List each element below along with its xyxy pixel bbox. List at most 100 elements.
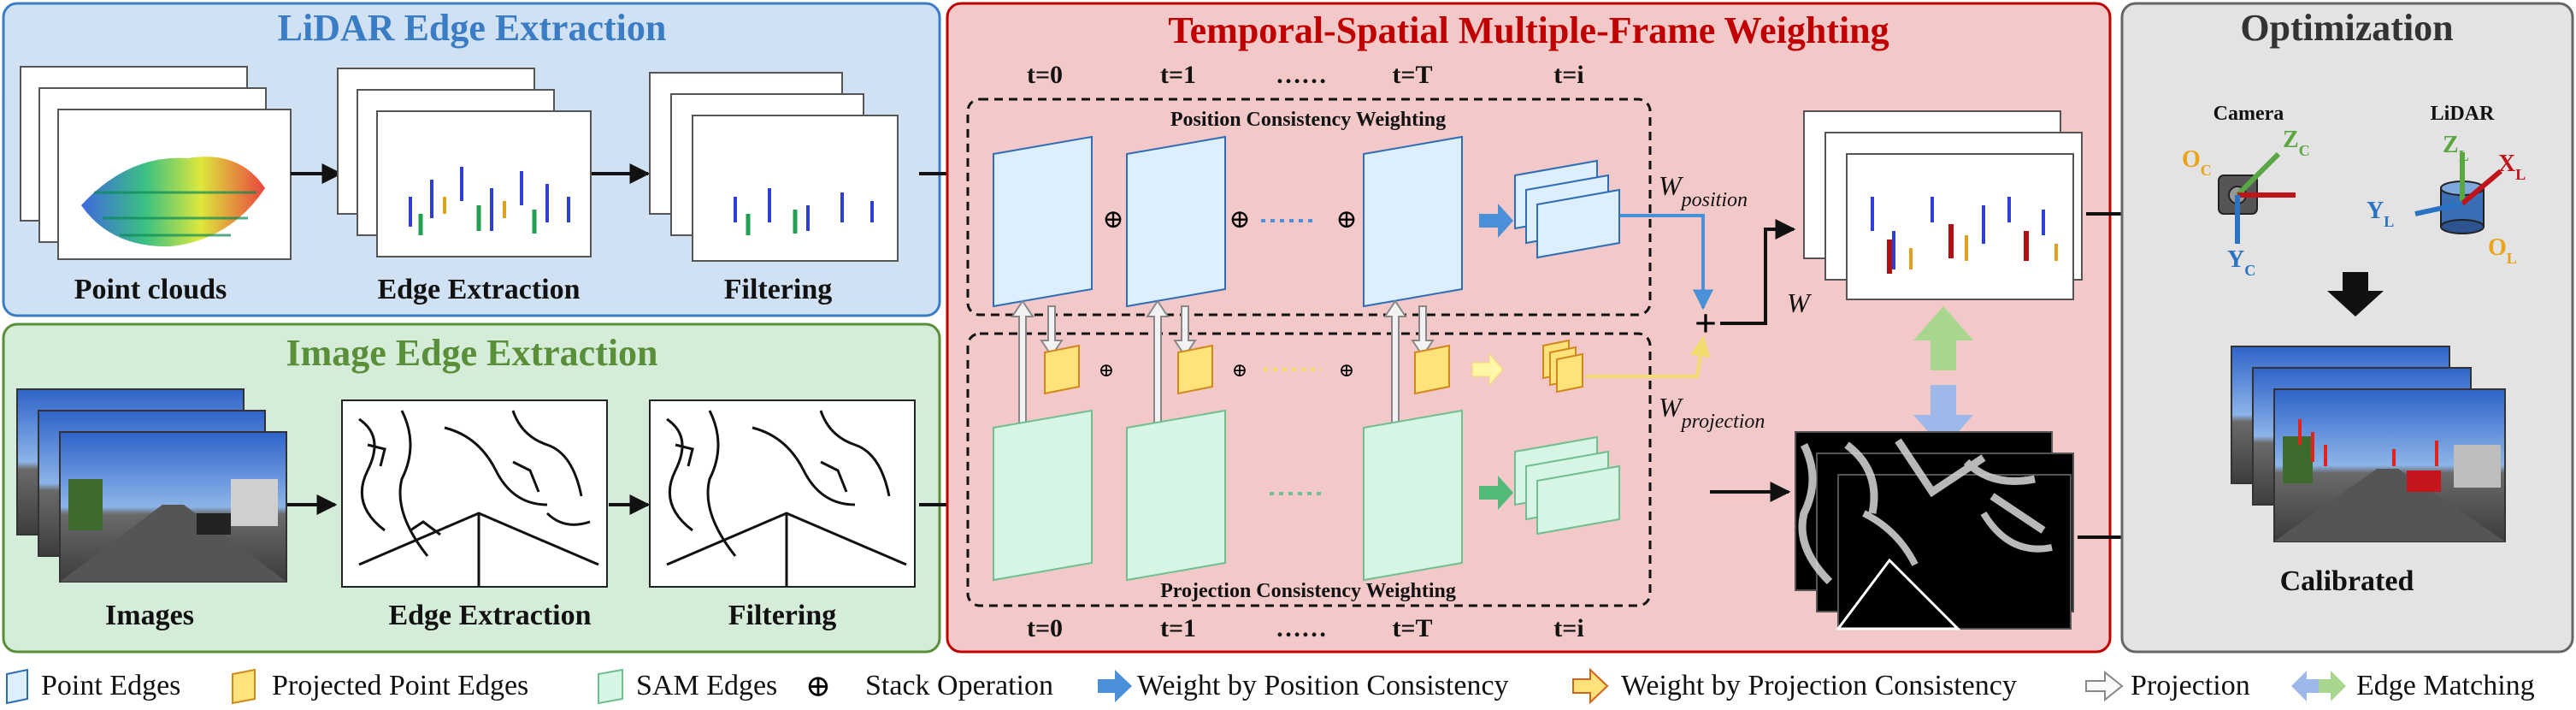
projection-arrows	[1011, 299, 1435, 531]
point-cloud-stack	[20, 66, 292, 260]
image-edge-extraction	[341, 399, 608, 588]
calibrated-caption: Calibrated	[2280, 565, 2414, 597]
calibrated-image-stack	[2231, 346, 2506, 542]
projected-edge-t1	[1177, 344, 1213, 395]
yc-axis-label: YC	[2227, 246, 2255, 279]
sam-weight-arrow-icon	[1479, 476, 1513, 510]
w-projection-label: Wprojection	[1659, 392, 1765, 433]
lidar-filtering-stack	[649, 72, 899, 262]
point-edge-frame-tT	[1363, 135, 1463, 308]
sam-edge-frame-t1	[1126, 409, 1226, 582]
sam-edge-icon	[598, 668, 623, 705]
time-label-ti-bottom: t=i	[1553, 614, 1583, 642]
legend-item-projection-weight: Weight by Projection Consistency	[1572, 667, 2017, 705]
temporal-panel-title: Temporal-Spatial Multiple-Frame Weightin…	[1168, 9, 1889, 51]
zc-axis-label: ZC	[2283, 127, 2310, 159]
time-label-ti-top: t=i	[1553, 61, 1583, 89]
legend-label: Point Edges	[41, 670, 180, 701]
point-edge-icon	[6, 668, 28, 705]
point-edge-frame-t1	[1126, 135, 1226, 308]
lidar-edge-stack	[337, 68, 592, 257]
sam-edge-frame-tT	[1363, 409, 1463, 582]
legend-label: SAM Edges	[636, 670, 777, 701]
position-consistency-box	[966, 98, 1652, 317]
legend-label: Edge Matching	[2356, 670, 2535, 701]
time-label-t0-bottom: t=0	[1027, 614, 1063, 642]
legend-label: Weight by Projection Consistency	[1621, 670, 2017, 701]
legend: Point Edges Projected Point Edges SAM Ed…	[6, 667, 2535, 705]
point-edge-stack-ti	[1514, 159, 1620, 259]
blue-arrow-icon	[1098, 670, 1132, 702]
images-caption: Images	[105, 600, 194, 631]
optimization-title: Optimization	[2240, 7, 2453, 49]
time-label-t1-top: t=1	[1160, 61, 1196, 89]
stack-op-mid-1: ⊕	[1099, 359, 1114, 381]
time-label-dots-bottom: ……	[1276, 614, 1327, 642]
lidar-label: LiDAR	[2431, 103, 2495, 125]
temporal-spatial-panel: Temporal-Spatial Multiple-Frame Weightin…	[946, 2, 2112, 654]
legend-label: Projected Point Edges	[272, 670, 528, 701]
stack-op-top-2: ⊕	[1229, 205, 1250, 234]
w-total-label: W	[1787, 287, 1813, 318]
time-label-dots-top: ……	[1276, 61, 1327, 89]
time-label-tT-top: t=T	[1392, 61, 1432, 89]
legend-item-stack-operation: ⊕ Stack Operation	[805, 669, 1053, 703]
time-label-t1-bottom: t=1	[1160, 614, 1196, 642]
projection-weight-arrow-icon	[1471, 352, 1504, 387]
legend-label: Projection	[2131, 670, 2250, 701]
sum-node: +	[1695, 301, 1717, 345]
legend-item-position-weight: Weight by Position Consistency	[1098, 670, 1509, 702]
zl-axis-label: ZL	[2443, 132, 2469, 164]
lidar-edge-panel: LiDAR Edge Extraction Point clouds Edge …	[2, 2, 941, 317]
legend-item-sam-edges: SAM Edges	[598, 668, 777, 705]
lidar-panel-title: LiDAR Edge Extraction	[278, 7, 667, 49]
legend-item-edge-matching: Edge Matching	[2291, 670, 2535, 701]
projected-edge-tT	[1414, 344, 1450, 395]
legend-item-point-edges: Point Edges	[6, 668, 180, 705]
xl-axis-label: XL	[2498, 151, 2526, 183]
sam-feature-stack	[1795, 431, 2074, 630]
orange-arrow-icon	[1572, 667, 1609, 705]
position-consistency-label: Position Consistency Weighting	[1170, 109, 1446, 131]
image-panel-title: Image Edge Extraction	[286, 332, 657, 374]
ol-axis-label: OL	[2488, 234, 2517, 267]
time-label-t0-top: t=0	[1027, 61, 1063, 89]
point-edge-frame-t0	[993, 135, 1093, 308]
w-position-label: Wposition	[1659, 170, 1748, 211]
projected-edge-t0	[1044, 344, 1080, 395]
optimization-panel: Optimization Camera OC ZC YC LiDAR ZL XL…	[2120, 2, 2574, 654]
stack-op-top-3: ⊕	[1335, 205, 1357, 234]
yl-axis-label: YL	[2367, 198, 2394, 230]
oc-axis-label: OC	[2182, 146, 2212, 179]
position-weight-arrow-icon	[1479, 204, 1513, 238]
image-filtering	[649, 399, 916, 588]
projection-consistency-box	[966, 332, 1652, 607]
double-arrow-icon	[2291, 671, 2346, 701]
lidar-filtering-caption: Filtering	[724, 274, 833, 305]
projected-edge-stack-ti	[1542, 339, 1583, 393]
legend-label: Stack Operation	[865, 670, 1053, 701]
sam-edge-stack-ti	[1514, 435, 1620, 535]
down-arrow-icon	[2327, 272, 2384, 317]
sam-edge-frame-t0	[993, 409, 1093, 582]
legend-item-projected-edges: Projected Point Edges	[232, 668, 528, 705]
edge-matching-arrow	[1913, 306, 1973, 449]
hollow-arrow-icon	[2085, 670, 2124, 702]
camera-image-stack	[16, 388, 287, 583]
projection-consistency-label: Projection Consistency Weighting	[1160, 580, 1456, 602]
stack-op-mid-3: ⊕	[1339, 359, 1354, 381]
point-clouds-caption: Point clouds	[74, 274, 227, 305]
stack-operation-icon: ⊕	[805, 669, 831, 703]
stack-op-mid-2: ⊕	[1232, 359, 1247, 381]
lidar-edge-extraction-caption: Edge Extraction	[377, 274, 580, 305]
point-cloud-image	[81, 157, 265, 247]
camera-label: Camera	[2213, 103, 2284, 125]
image-edge-panel: Image Edge Extraction Images Edge Extrac…	[2, 322, 941, 654]
stack-op-top-1: ⊕	[1102, 205, 1123, 234]
image-filtering-caption: Filtering	[728, 600, 837, 631]
legend-label: Weight by Position Consistency	[1137, 670, 1509, 701]
weighted-point-stack	[1803, 110, 2083, 300]
image-edge-extraction-caption: Edge Extraction	[388, 600, 591, 631]
legend-item-projection: Projection	[2085, 670, 2250, 702]
time-label-tT-bottom: t=T	[1392, 614, 1432, 642]
